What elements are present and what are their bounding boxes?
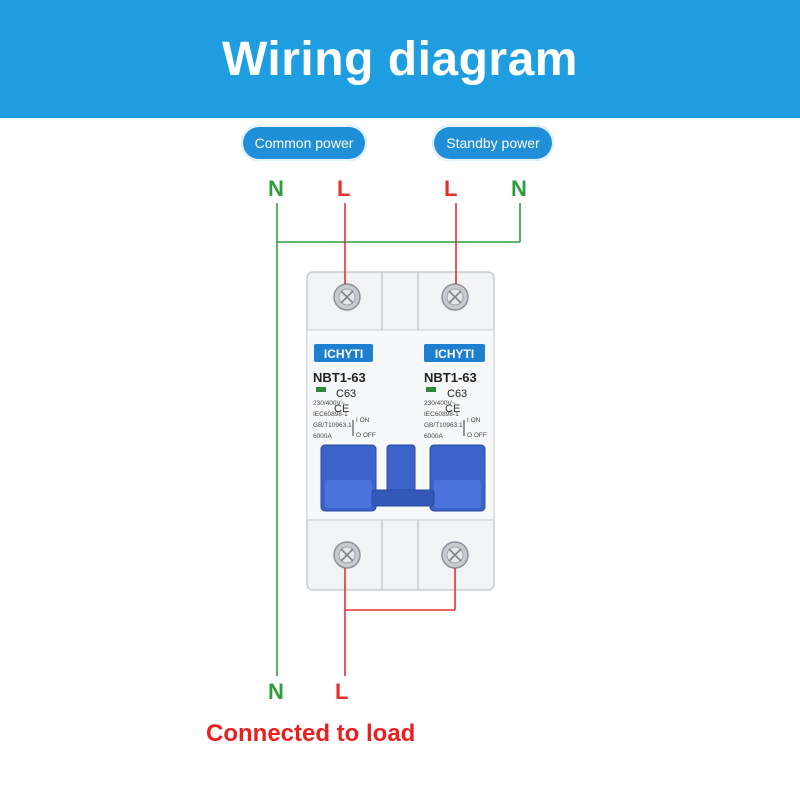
neutral-wires bbox=[276, 203, 521, 676]
right-rating-text: C63 bbox=[447, 388, 467, 400]
right-brand-text: ICHYTI bbox=[435, 347, 474, 361]
circuit-breaker: ICHYTI NBT1-63 C63 CE 230/400V~ IEC60898… bbox=[306, 271, 495, 591]
left-ce-mark: CE bbox=[334, 403, 349, 415]
load-neutral-terminal: N bbox=[268, 679, 284, 704]
right-off-label: O OFF bbox=[467, 432, 487, 439]
title-banner: Wiring diagram bbox=[0, 0, 800, 118]
left-model-text: NBT1-63 bbox=[313, 370, 366, 385]
bottom-right-screw-icon bbox=[441, 541, 469, 569]
standby-live-terminal: L bbox=[444, 176, 458, 201]
left-pole-label: ICHYTI NBT1-63 C63 CE 230/400V~ IEC60898… bbox=[313, 344, 376, 440]
top-left-screw-icon bbox=[333, 283, 361, 311]
left-spec-3: GB/T10963.1 bbox=[313, 422, 352, 429]
right-model-text: NBT1-63 bbox=[424, 370, 477, 385]
right-spec-2: IEC60898-1 bbox=[424, 411, 459, 418]
toggle-handle[interactable] bbox=[320, 444, 486, 512]
top-right-screw-icon bbox=[441, 283, 469, 311]
load-label: Connected to load bbox=[206, 720, 416, 747]
left-rating-text: C63 bbox=[336, 388, 356, 400]
common-live-terminal: L bbox=[337, 176, 351, 201]
right-spec-3: GB/T10963.1 bbox=[424, 422, 463, 429]
left-on-label: I ON bbox=[356, 417, 370, 424]
standby-power-label: Standby power bbox=[432, 125, 554, 161]
right-pole-label: ICHYTI NBT1-63 C63 CE 230/400V~ IEC60898… bbox=[424, 344, 487, 440]
left-spec-1: 230/400V~ bbox=[313, 400, 345, 407]
page-title: Wiring diagram bbox=[222, 32, 578, 86]
common-power-label: Common power bbox=[241, 125, 367, 161]
left-spec-4: 6000A bbox=[313, 433, 332, 440]
left-brand-text: ICHYTI bbox=[324, 347, 363, 361]
left-spec-2: IEC60898-1 bbox=[313, 411, 348, 418]
right-ce-mark: CE bbox=[445, 403, 460, 415]
standby-neutral-terminal: N bbox=[511, 176, 527, 201]
live-wires bbox=[344, 203, 457, 676]
right-spec-4: 6000A bbox=[424, 433, 443, 440]
right-on-label: I ON bbox=[467, 417, 481, 424]
bottom-left-screw-icon bbox=[333, 541, 361, 569]
right-spec-1: 230/400V~ bbox=[424, 400, 456, 407]
common-neutral-terminal: N bbox=[268, 176, 284, 201]
load-live-terminal: L bbox=[335, 679, 349, 704]
left-off-label: O OFF bbox=[356, 432, 376, 439]
